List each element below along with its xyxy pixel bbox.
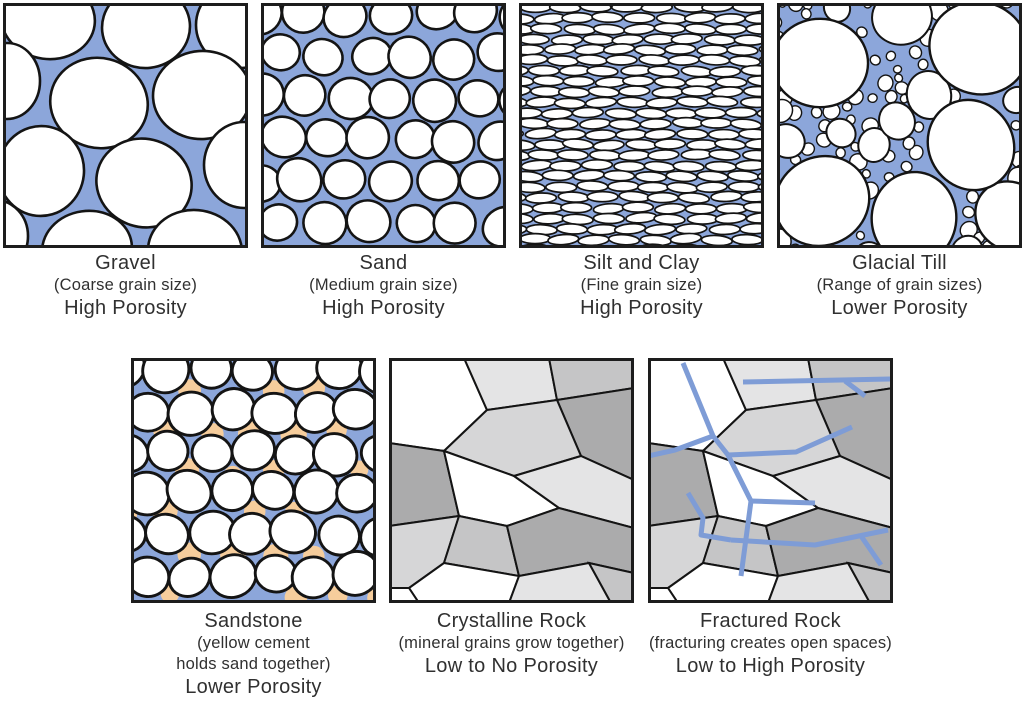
- porosity-label: Low to No Porosity: [424, 655, 599, 677]
- caption-gravel: Gravel (Coarse grain size) High Porosity: [0, 252, 271, 320]
- material-title: Crystalline Rock: [436, 610, 587, 632]
- porosity-label: High Porosity: [580, 297, 703, 319]
- sand-illustration: [261, 3, 506, 248]
- grain-size-note: (Coarse grain size): [53, 276, 198, 294]
- porosity-label: Lower Porosity: [185, 676, 322, 698]
- caption-fractured-rock: Fractured Rock (fracturing creates open …: [626, 610, 916, 678]
- material-title: Sandstone: [204, 610, 303, 632]
- cement-note: (yellow cement holds sand together): [176, 634, 331, 673]
- porosity-label: High Porosity: [64, 297, 187, 319]
- material-title: Fractured Rock: [700, 610, 841, 632]
- material-title: Gravel: [95, 252, 156, 274]
- porosity-label: High Porosity: [322, 297, 445, 319]
- caption-silt-and-clay: Silt and Clay (Fine grain size) High Por…: [497, 252, 787, 320]
- crystalline-rock-illustration: [389, 358, 634, 603]
- panel-sandstone: Sandstone (yellow cement holds sand toge…: [131, 358, 376, 698]
- material-title: Glacial Till: [852, 252, 947, 274]
- grain-size-note: (Medium grain size): [309, 276, 458, 294]
- caption-sand: Sand (Medium grain size) High Porosity: [239, 252, 529, 320]
- sandstone-illustration: [131, 358, 376, 603]
- caption-sandstone: Sandstone (yellow cement holds sand toge…: [109, 610, 399, 699]
- grain-size-note: (Fine grain size): [580, 276, 703, 294]
- caption-crystalline-rock: Crystalline Rock (mineral grains grow to…: [367, 610, 657, 678]
- caption-glacial-till: Glacial Till (Range of grain sizes) Lowe…: [755, 252, 1024, 320]
- panel-silt-and-clay: Silt and Clay (Fine grain size) High Por…: [519, 3, 764, 319]
- material-title: Silt and Clay: [583, 252, 700, 274]
- fractured-rock-illustration: [648, 358, 893, 603]
- panel-gravel: Gravel (Coarse grain size) High Porosity: [3, 3, 248, 319]
- porosity-label: Lower Porosity: [831, 297, 968, 319]
- gravel-illustration: [3, 3, 248, 248]
- material-title: Sand: [359, 252, 408, 274]
- panel-sand: Sand (Medium grain size) High Porosity: [261, 3, 506, 319]
- panel-glacial-till: Glacial Till (Range of grain sizes) Lowe…: [777, 3, 1022, 319]
- glacial-till-illustration: [777, 3, 1022, 248]
- fracture-note: (fracturing creates open spaces): [648, 634, 892, 652]
- panel-fractured-rock: Fractured Rock (fracturing creates open …: [648, 358, 893, 677]
- panel-crystalline-rock: Crystalline Rock (mineral grains grow to…: [389, 358, 634, 677]
- grain-size-note: (Range of grain sizes): [816, 276, 983, 294]
- grain-growth-note: (mineral grains grow together): [398, 634, 625, 652]
- porosity-label: Low to High Porosity: [675, 655, 866, 677]
- silt-and-clay-illustration: [519, 3, 764, 248]
